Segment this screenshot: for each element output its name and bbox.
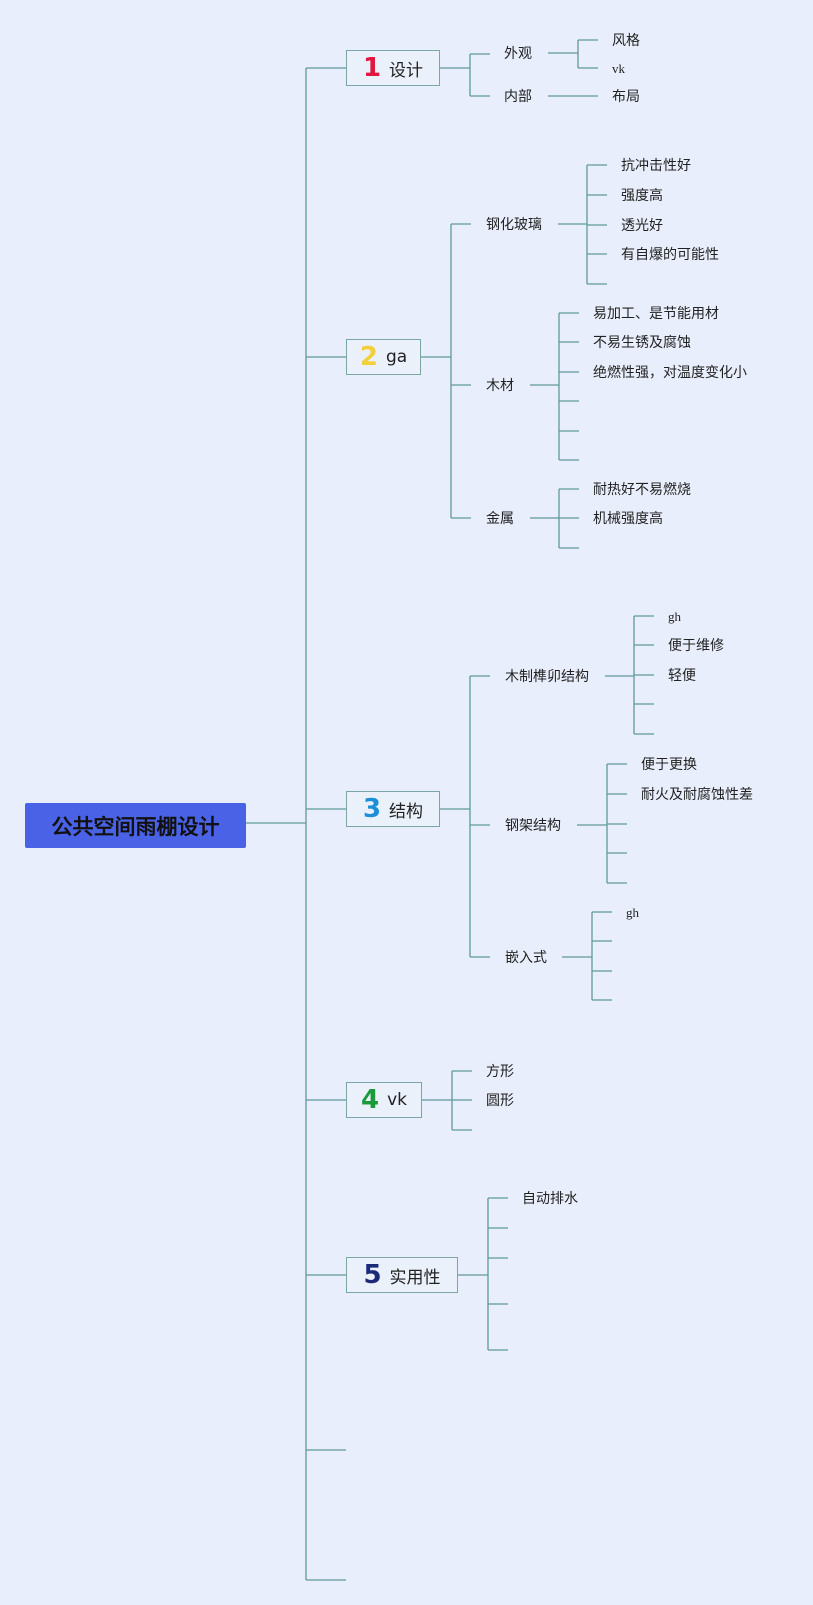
branch-topic-1[interactable]: 1 设计	[346, 50, 440, 86]
leaf-item[interactable]: 耐热好不易燃烧	[593, 482, 691, 498]
branch-label: vk	[387, 1090, 407, 1110]
subtopic-square[interactable]: 方形	[486, 1064, 514, 1080]
leaf-item[interactable]: 便于更换	[641, 757, 697, 773]
root-topic[interactable]: 公共空间雨棚设计	[25, 803, 246, 848]
subtopic-embedded[interactable]: 嵌入式	[505, 950, 547, 966]
subtopic-interior[interactable]: 内部	[504, 89, 532, 105]
leaf-style[interactable]: 风格	[612, 33, 640, 49]
number-3-icon: 3	[362, 794, 382, 824]
subtopic-metal[interactable]: 金属	[486, 511, 514, 527]
leaf-item[interactable]: 机械强度高	[593, 511, 663, 527]
branch-label: 设计	[389, 60, 424, 81]
branch-topic-4[interactable]: 4 vk	[346, 1082, 422, 1118]
number-2-icon: 2	[359, 342, 378, 372]
leaf-item[interactable]: 不易生锈及腐蚀	[593, 335, 691, 351]
leaf-item[interactable]: gh	[668, 609, 681, 624]
leaf-item[interactable]: 便于维修	[668, 638, 724, 654]
leaf-item[interactable]: 强度高	[621, 188, 663, 204]
subtopic-tempered-glass[interactable]: 钢化玻璃	[486, 217, 542, 233]
number-4-icon: 4	[361, 1085, 380, 1115]
branch-label: ga	[385, 347, 408, 367]
leaf-item[interactable]: 透光好	[621, 218, 663, 234]
branch-topic-2[interactable]: 2 ga	[346, 339, 421, 375]
subtopic-wood[interactable]: 木材	[486, 378, 514, 394]
leaf-item[interactable]: 耐火及耐腐蚀性差	[641, 787, 753, 803]
leaf-layout[interactable]: 布局	[612, 89, 640, 105]
leaf-item[interactable]: 易加工、是节能用材	[593, 306, 719, 322]
branch-topic-3[interactable]: 3 结构	[346, 791, 440, 827]
leaf-item[interactable]: gh	[626, 905, 639, 920]
leaf-item[interactable]: 抗冲击性好	[621, 158, 691, 174]
leaf-vk[interactable]: vk	[612, 61, 625, 76]
leaf-item[interactable]: 有自爆的可能性	[621, 247, 719, 263]
subtopic-round[interactable]: 圆形	[486, 1093, 514, 1109]
leaf-item[interactable]: 绝燃性强，对温度变化小	[593, 365, 747, 381]
leaf-item[interactable]: 轻便	[668, 668, 696, 684]
branch-label: 实用性	[389, 1267, 441, 1288]
branch-topic-5[interactable]: 5 实用性	[346, 1257, 458, 1293]
number-5-icon: 5	[363, 1260, 382, 1290]
number-1-icon: 1	[362, 53, 382, 83]
branch-label: 结构	[389, 801, 424, 822]
subtopic-exterior[interactable]: 外观	[504, 46, 532, 62]
subtopic-auto-drain[interactable]: 自动排水	[522, 1191, 578, 1207]
subtopic-steel-frame[interactable]: 钢架结构	[505, 818, 561, 834]
subtopic-mortise-tenon[interactable]: 木制榫卯结构	[505, 669, 589, 685]
